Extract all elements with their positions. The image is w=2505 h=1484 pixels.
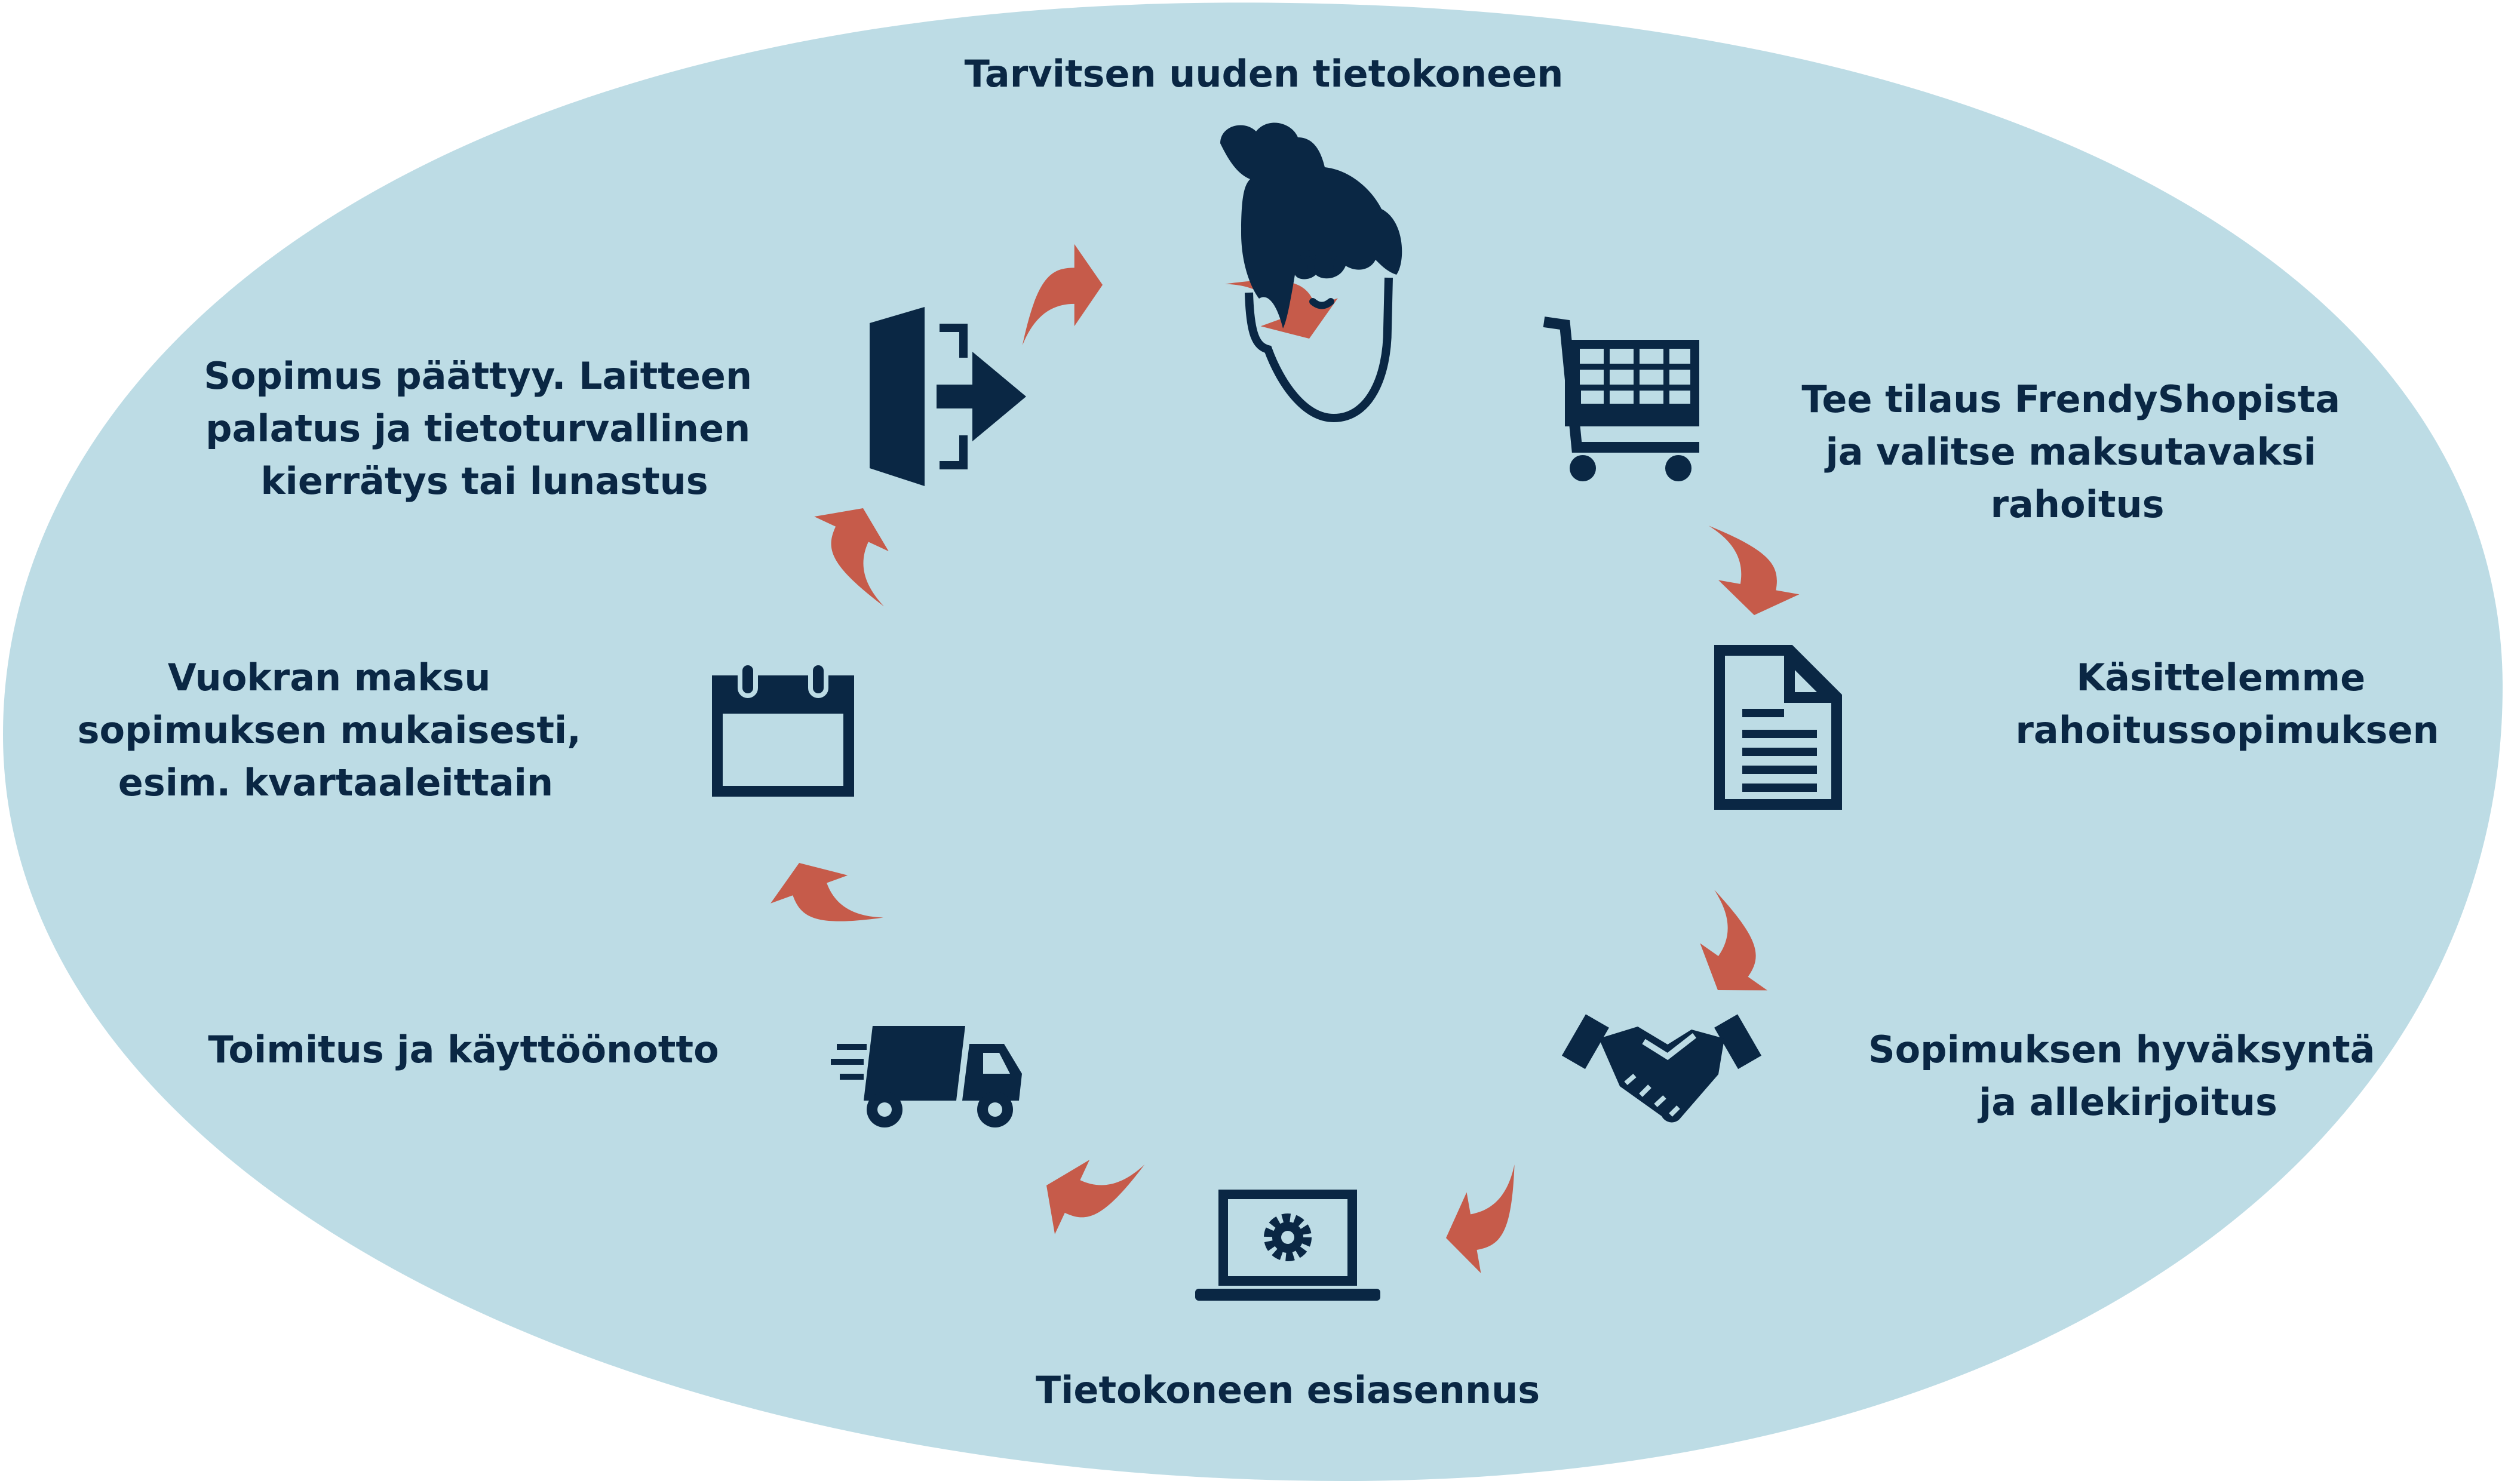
document-icon [1714,645,1842,810]
delivery-truck-icon [831,1026,1022,1127]
person-icon [1220,122,1402,423]
shopping-cart-icon [1543,317,1699,481]
step-label-need-computer: Tarvitsen uuden tietokoneen [965,52,1564,96]
exit-door-icon [870,307,1026,486]
step-label-contract-end: Sopimus päättyy. Laitteen palatus ja tie… [204,354,765,503]
step-label-order: Tee tilaus FrendyShopista ja valitse mak… [1801,377,2353,526]
calendar-icon [712,660,854,797]
step-label-processing: Käsittelemme rahoitussopimuksen [2015,656,2439,752]
laptop-gear-icon [1195,1190,1380,1301]
step-label-preinstall: Tietokoneen esiasennus [1036,1368,1540,1412]
step-label-approval: Sopimuksen hyväksyntä ja allekirjoitus [1868,1028,2388,1124]
handshake-icon [1561,1014,1762,1123]
background-blob [3,2,2503,1481]
step-label-payment: Vuokran maksu sopimuksen mukaisesti, esi… [78,656,594,804]
step-label-delivery: Toimitus ja käyttöönotto [208,1028,719,1071]
